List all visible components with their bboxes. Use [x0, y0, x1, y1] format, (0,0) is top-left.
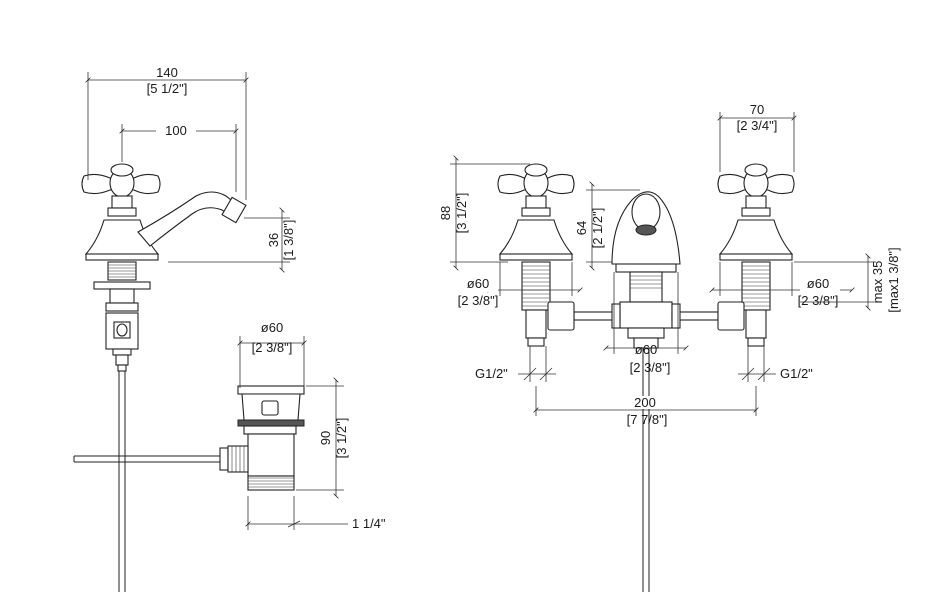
tap-height-in: [3 1/2"] — [454, 193, 469, 234]
max-thickness-mm: max 35 — [870, 261, 885, 304]
center-dia-mm: ø60 — [635, 342, 657, 357]
side-view-tap — [81, 163, 247, 592]
side-view-dimensions: 140 [5 1/2"] 100 36 [1 3/8"] — [85, 65, 296, 273]
spout-height-in: [2 1/2"] — [590, 208, 605, 249]
spout-height-mm: 64 — [574, 221, 589, 235]
side-height-mm: 36 — [266, 233, 281, 247]
front-view-dimensions: 70 [2 3/4"] 88 [3 1/2"] 64 [2 1/2"] ø60 … — [438, 102, 901, 427]
handle-width-in: [2 3/4"] — [737, 118, 778, 133]
tap-height-mm: 88 — [438, 206, 453, 220]
left-dia-mm: ø60 — [467, 276, 489, 291]
waste-thread: 1 1/4" — [352, 516, 386, 531]
waste-height-in: [3 1/2"] — [334, 418, 349, 459]
waste-dia-mm: ø60 — [261, 320, 283, 335]
front-view-right-tap — [717, 163, 795, 347]
side-reach-mm: 100 — [165, 123, 187, 138]
waste-dimensions: ø60 [2 3/8"] 90 [3 1/2"] 1 1/4" — [237, 320, 386, 531]
waste-dia-in: [2 3/8"] — [252, 340, 293, 355]
right-connection: G1/2" — [780, 366, 813, 381]
left-dia-in: [2 3/8"] — [458, 293, 499, 308]
handle-width-mm: 70 — [750, 102, 764, 117]
waste-assembly — [73, 385, 305, 491]
side-height-in: [1 3/8"] — [281, 220, 296, 261]
front-view-left-tap — [497, 163, 575, 347]
side-width-mm: 140 — [156, 65, 178, 80]
spacing-in: [7 7/8"] — [627, 412, 668, 427]
right-dia-in: [2 3/8"] — [798, 293, 839, 308]
waste-height-mm: 90 — [318, 431, 333, 445]
left-connection: G1/2" — [475, 366, 508, 381]
right-dia-mm: ø60 — [807, 276, 829, 291]
front-view-spout — [547, 191, 745, 592]
spacing-mm: 200 — [634, 395, 656, 410]
center-dia-in: [2 3/8"] — [630, 360, 671, 375]
side-width-in: [5 1/2"] — [147, 81, 188, 96]
max-thickness-in: [max1 3/8"] — [886, 247, 901, 312]
